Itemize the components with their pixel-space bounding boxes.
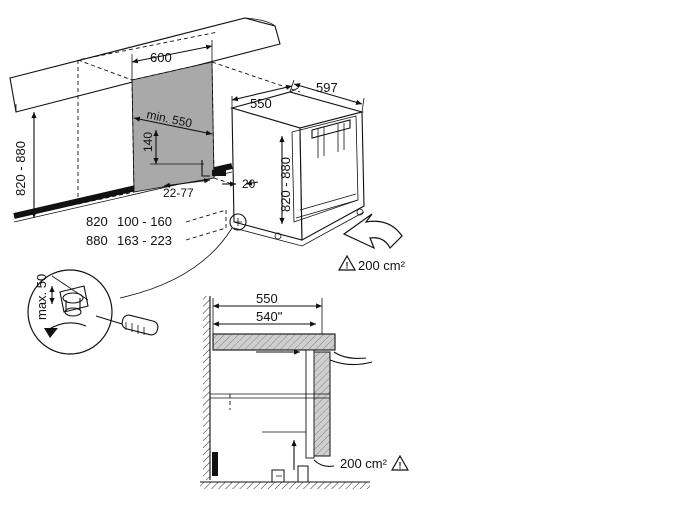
foot-row-1-foot: 100 - 160 [117,214,172,229]
plinth-vent [212,170,226,176]
worktop [9,17,281,113]
dim-niche-height: 820 - 880 [13,141,28,196]
section-warning-icon: ! [390,454,410,471]
svg-text:!: ! [346,261,349,271]
foot-row-2-height: 880 [86,233,108,248]
dim-22-77: 22-77 [163,186,194,200]
warning-icon: ! [337,254,357,271]
section-view [200,296,373,489]
dim-140: 140 [141,132,155,152]
foot-detail [27,269,159,355]
section-dim-550: 550 [256,291,278,306]
dim-max-50: max. 50 [34,274,49,320]
dim-550: 550 [250,96,272,111]
dim-appliance-height: 820 - 880 [278,157,293,212]
dim-600: 600 [150,50,172,65]
air-area-label: 200 cm² [358,258,406,273]
foot-row-2-foot: 163 - 223 [117,233,172,248]
foot-height-table: 820 100 - 160 880 163 - 223 [86,209,227,248]
foot-row-1-height: 820 [86,214,108,229]
airflow-arrow [342,213,403,250]
appliance-body [229,91,365,247]
dim-20: 20 [242,177,256,191]
dim-597: 597 [316,80,338,95]
svg-text:!: ! [399,461,402,471]
section-dim-540: 540" [256,309,283,324]
section-air-area-label: 200 cm² [340,456,388,471]
detail-marker [229,213,247,231]
vent-notch [201,160,210,177]
